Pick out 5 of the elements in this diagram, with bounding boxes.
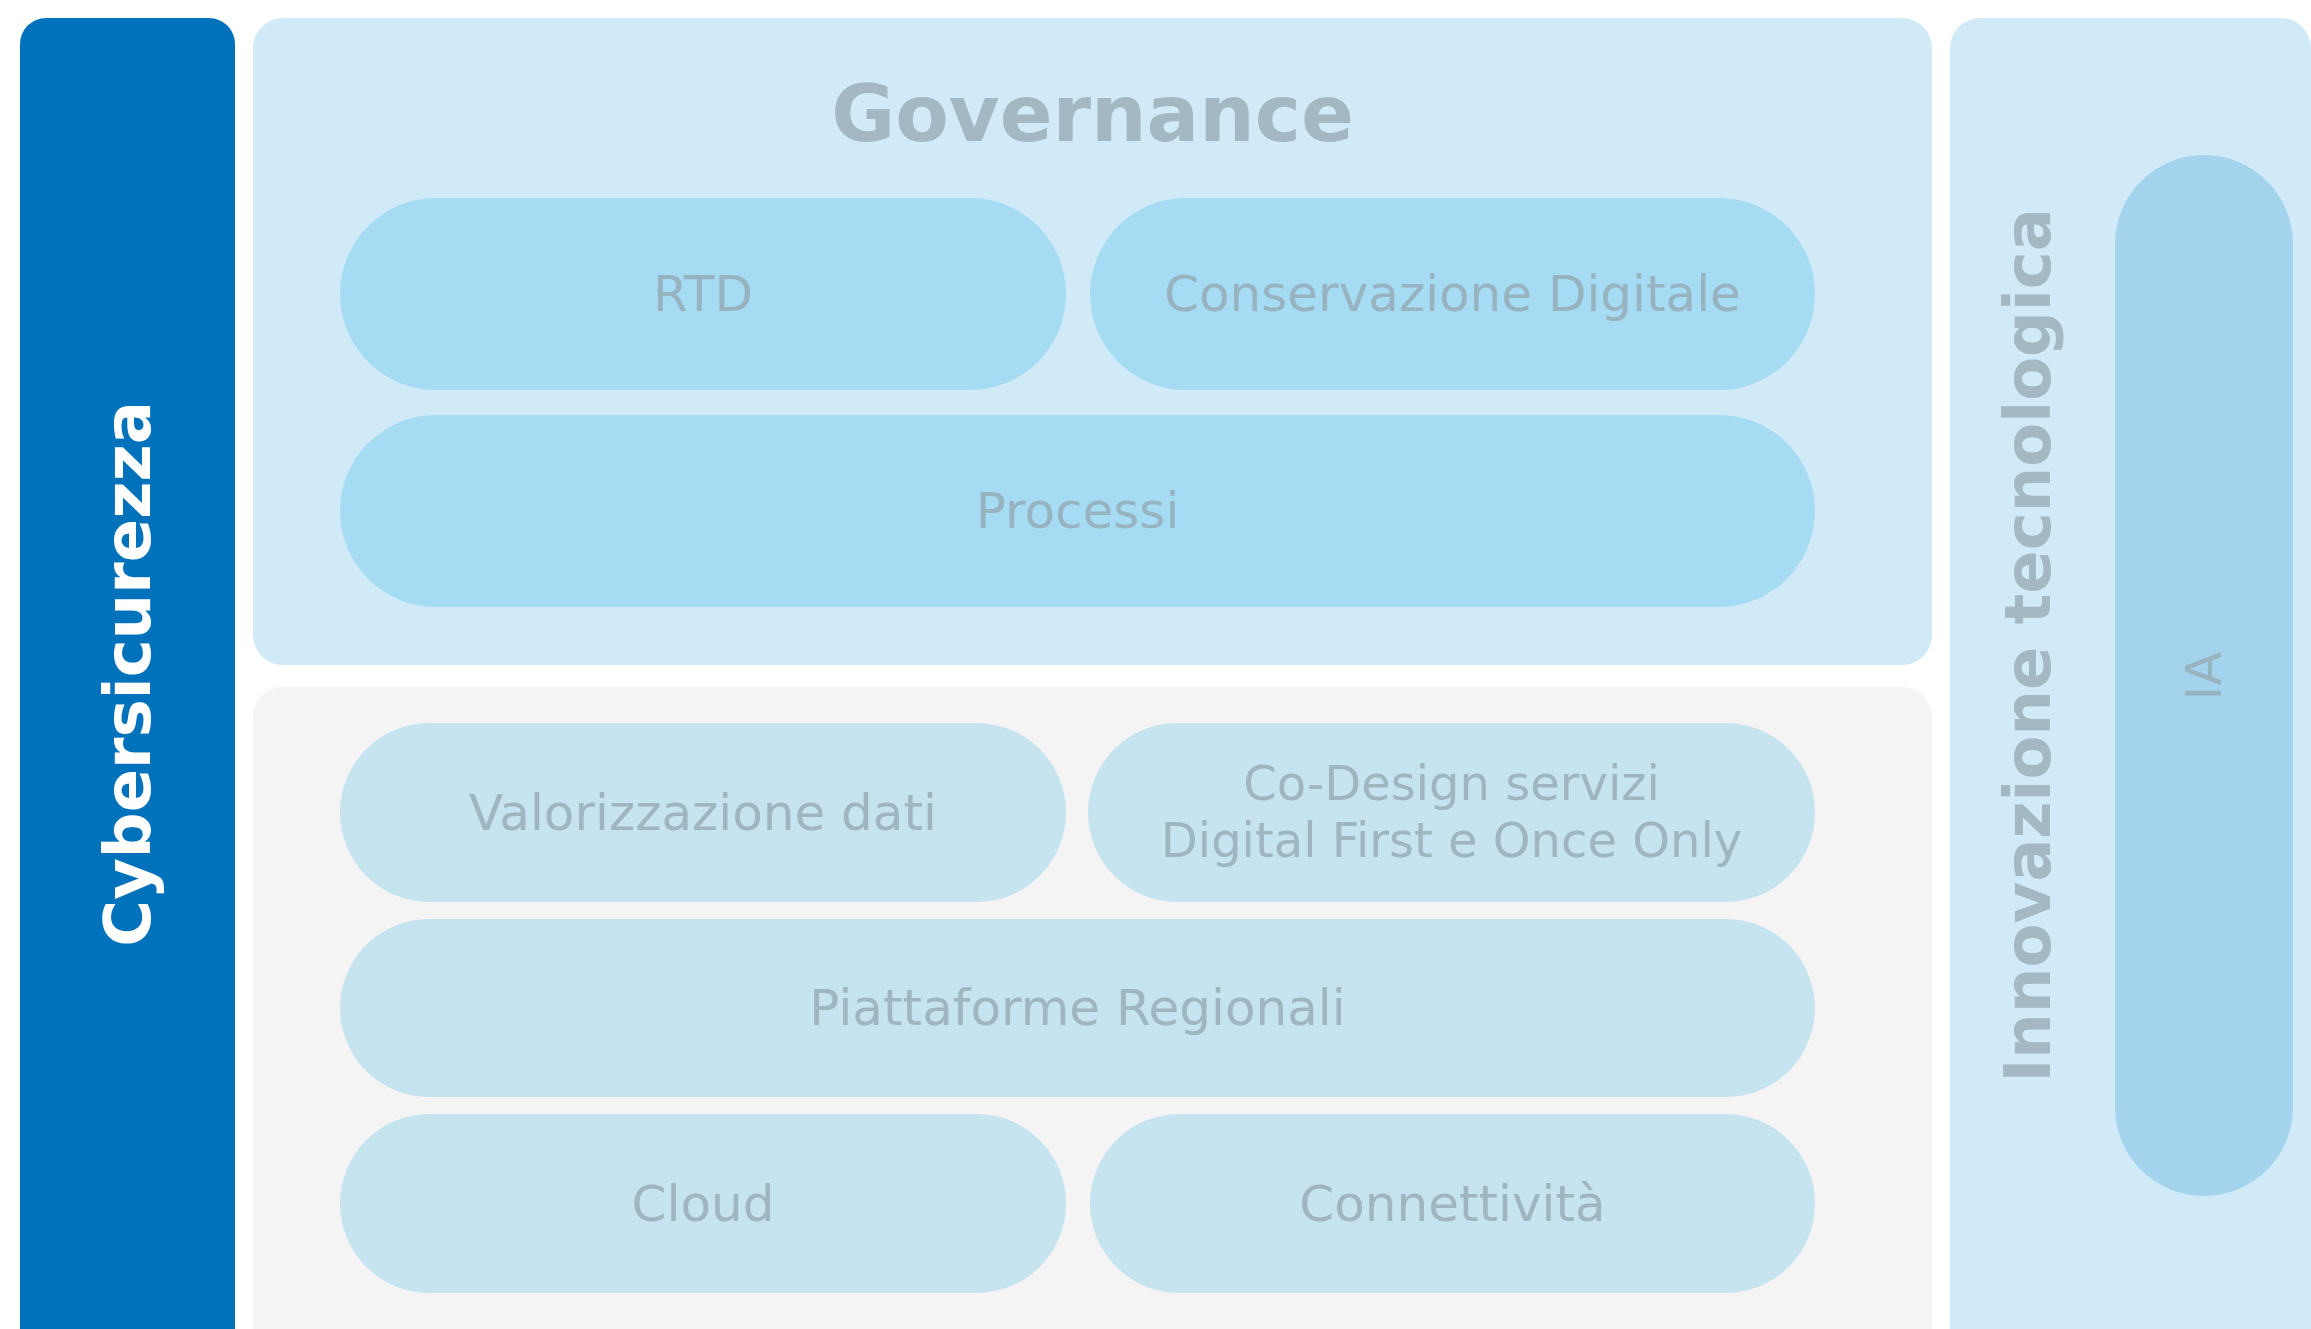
side-panel — [1950, 18, 2311, 1329]
vertical-title: Cybersicurezza — [89, 400, 166, 947]
group-panel — [253, 687, 1932, 1329]
group-panel — [253, 18, 1932, 665]
side-panel — [20, 18, 235, 1329]
